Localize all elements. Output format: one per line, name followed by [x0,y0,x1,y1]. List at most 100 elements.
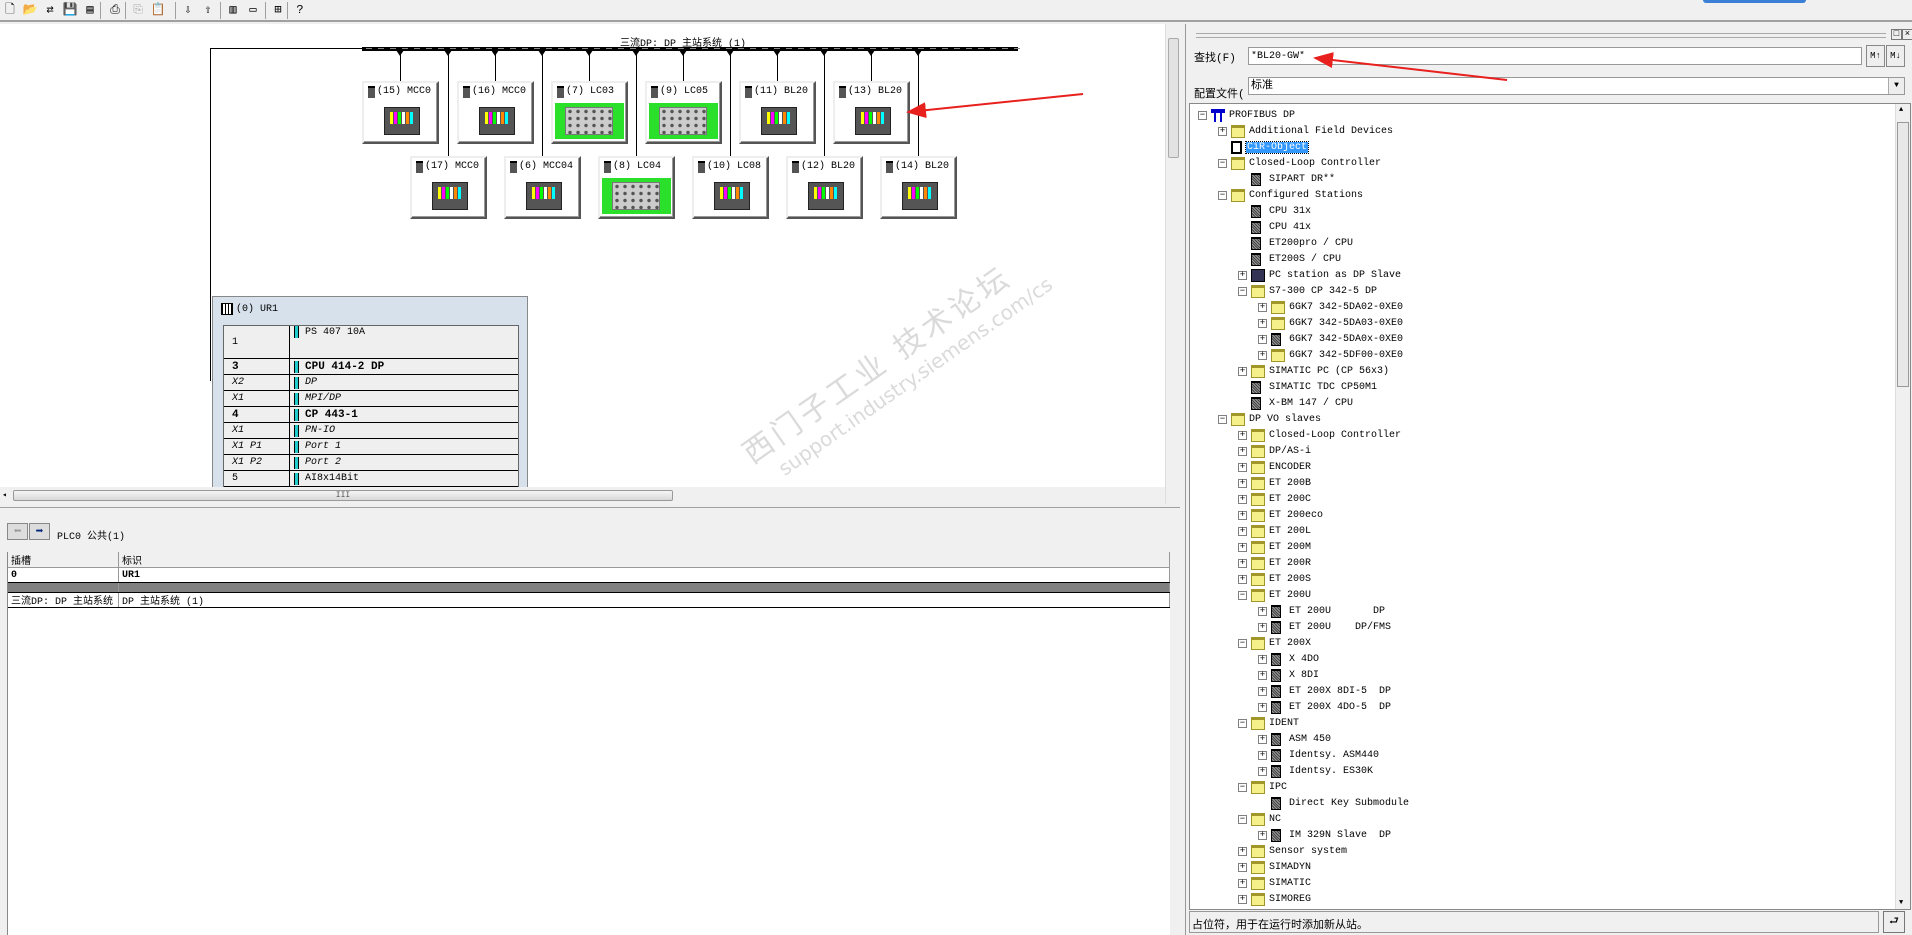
tree-item[interactable]: −S7-300 CP 342-5 DP [1238,283,1377,299]
tree-item[interactable]: SIPART DR** [1238,171,1335,187]
expand-icon[interactable]: + [1258,749,1267,760]
tree-item[interactable]: +ET 200L [1238,523,1311,539]
close-icon[interactable]: × [1902,29,1912,40]
collapse-icon[interactable]: − [1238,285,1247,296]
tree-item[interactable]: +6GK7 342-5DA02-0XE0 [1258,299,1403,315]
expand-icon[interactable]: + [1258,733,1267,744]
tree-item[interactable]: +ENCODER [1238,459,1311,475]
tree-item[interactable]: +ET 200U DP [1258,603,1385,619]
tree-item[interactable]: SIMATIC TDC CP50M1 [1238,379,1377,395]
expand-icon[interactable]: + [1258,653,1267,664]
tree-item[interactable]: −ET 200X [1238,635,1311,651]
help-icon[interactable]: ? [296,3,304,17]
column-header-slot[interactable]: 插槽 [8,552,119,567]
collapse-icon[interactable]: − [1218,157,1227,168]
tree-item[interactable]: +ET 200X 8DI-5 DP [1258,683,1391,699]
expand-icon[interactable]: + [1238,493,1247,504]
collapse-icon[interactable]: − [1238,813,1247,824]
save-icon[interactable]: 💾 [62,3,78,17]
search-input[interactable] [1248,47,1862,65]
expand-icon[interactable]: + [1218,125,1227,136]
expand-icon[interactable]: + [1258,765,1267,776]
tree-item[interactable]: CPU 41x [1238,219,1311,235]
new-icon[interactable]: 🗋 [5,3,15,17]
collapse-icon[interactable]: − [1198,109,1207,120]
tree-item[interactable]: Direct Key Submodule [1258,795,1409,811]
tree-item[interactable]: −IPC [1238,779,1287,795]
search-up-icon[interactable]: M↑ [1866,45,1885,67]
dp-slave[interactable]: (14) BL20 [880,156,957,219]
upload-icon[interactable]: ⇧ [204,3,212,17]
expand-icon[interactable]: + [1258,669,1267,680]
expand-icon[interactable]: + [1238,269,1247,280]
diagram-horizontal-scrollbar[interactable]: ◂III [0,487,1165,504]
paste-icon[interactable]: 📋 [150,3,166,17]
collapse-icon[interactable]: − [1238,717,1247,728]
copy-icon[interactable]: ⎘ [133,3,143,17]
tree-item[interactable]: −ET 200U [1238,587,1311,603]
expand-icon[interactable]: + [1238,509,1247,520]
dp-slave[interactable]: (17) MCC0 [410,156,487,219]
dp-slave[interactable]: (16) MCC0 [457,81,534,144]
expand-icon[interactable]: + [1258,685,1267,696]
tree-item[interactable]: +ASM 450 [1258,731,1331,747]
tree-item[interactable]: +SIMATIC [1238,875,1311,891]
tree-item[interactable]: +6GK7 342-5DA03-0XE0 [1258,315,1403,331]
tree-item[interactable]: +Additional Field Devices [1218,123,1393,139]
collapse-icon[interactable]: − [1218,189,1227,200]
print-icon[interactable]: ⎙ [110,3,120,17]
dp-slave[interactable]: (10) LC08 [692,156,769,219]
help-icon[interactable]: ⮐ [1883,911,1905,933]
tree-vertical-scrollbar[interactable]: ▲▼ [1895,104,1910,909]
download-icon[interactable]: ⇩ [184,3,192,17]
tree-item[interactable]: +ET 200S [1238,571,1311,587]
dp-slave[interactable]: (11) BL20 [739,81,816,144]
tree-item[interactable]: +ET 200eco [1238,507,1323,523]
scroll-thumb[interactable]: III [13,490,673,501]
tree-item[interactable]: +ET 200B [1238,475,1311,491]
collapse-icon[interactable]: − [1238,637,1247,648]
expand-icon[interactable]: + [1238,557,1247,568]
tree-item[interactable]: +6GK7 342-5DA0x-0XE0 [1258,331,1403,347]
tree-item[interactable]: +X 8DI [1258,667,1319,683]
tree-item[interactable]: −NC [1238,811,1281,827]
tree-item[interactable]: −IDENT [1238,715,1299,731]
expand-icon[interactable]: + [1258,349,1267,360]
search-down-icon[interactable]: M↓ [1886,45,1905,67]
expand-icon[interactable]: + [1238,845,1247,856]
expand-icon[interactable]: + [1238,573,1247,584]
catalog-icon[interactable]: ▥ [229,3,237,17]
expand-icon[interactable]: + [1258,605,1267,616]
expand-icon[interactable]: + [1258,621,1267,632]
tree-item[interactable]: +X 4DO [1258,651,1319,667]
forward-arrow-icon[interactable]: ➡ [29,523,50,540]
tree-item[interactable]: +IM 329N Slave DP [1258,827,1391,843]
dp-slave[interactable]: (15) MCC0 [362,81,439,144]
expand-icon[interactable]: + [1238,477,1247,488]
tree-item[interactable]: −PROFIBUS DP [1198,107,1295,123]
expand-icon[interactable]: + [1238,525,1247,536]
dp-slave[interactable]: (7) LC03 [551,81,628,144]
expand-icon[interactable]: + [1258,317,1267,328]
tree-item[interactable]: +ET 200C [1238,491,1311,507]
expand-icon[interactable]: + [1238,541,1247,552]
tree-item[interactable]: +DP/AS-i [1238,443,1311,459]
tree-item[interactable]: +Closed-Loop Controller [1238,427,1401,443]
profile-select[interactable]: 标准▼ [1248,77,1905,95]
expand-icon[interactable]: + [1238,461,1247,472]
expand-icon[interactable]: + [1258,333,1267,344]
tree-item[interactable]: +SIMOREG [1238,891,1311,907]
back-arrow-icon[interactable]: ⬅ [7,523,28,540]
collapse-icon[interactable]: − [1238,781,1247,792]
expand-icon[interactable]: + [1238,877,1247,888]
chevron-down-icon[interactable]: ▼ [1888,78,1904,94]
